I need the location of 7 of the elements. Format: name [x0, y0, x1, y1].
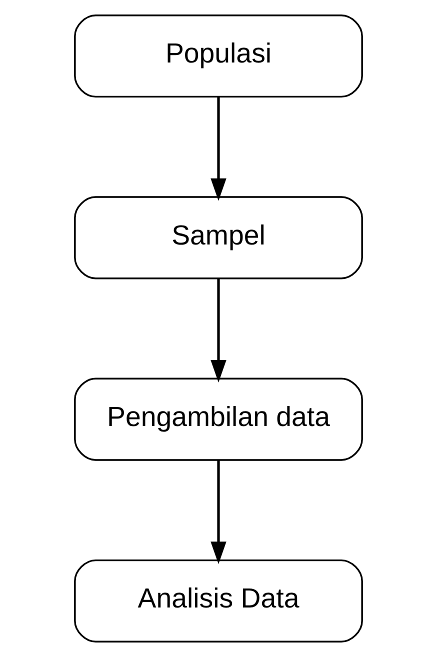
node-box: Pengambilan data — [74, 378, 362, 461]
node-box: Populasi — [74, 14, 362, 98]
node-box: Sampel — [74, 196, 362, 280]
node-box: Analisis Data — [74, 559, 362, 642]
arrow — [210, 460, 226, 564]
arrow — [210, 96, 226, 201]
arrow — [210, 278, 226, 382]
